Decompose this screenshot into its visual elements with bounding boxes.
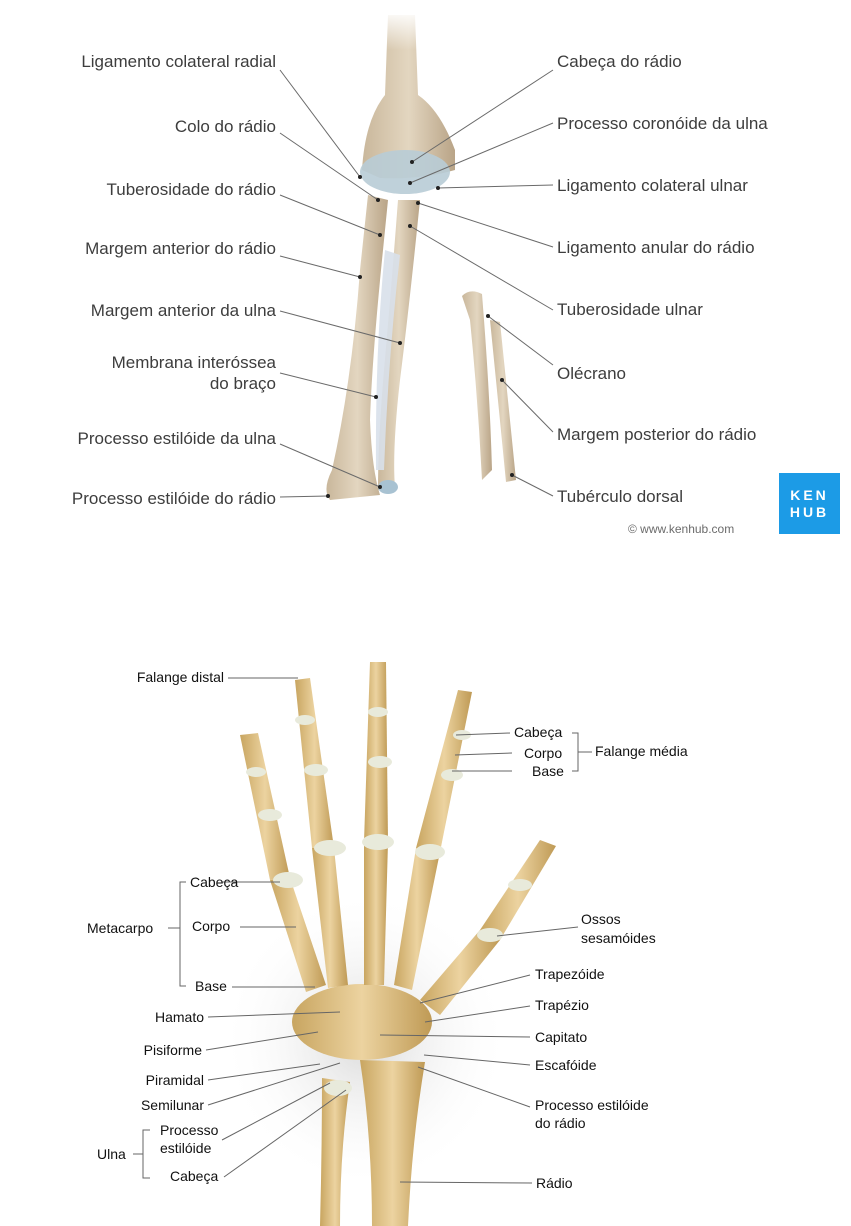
radius-bone [326, 195, 388, 500]
label-meta-cabeca: Cabeça [190, 874, 239, 890]
label-ulna-cabeca: Cabeça [170, 1168, 219, 1184]
label-escafoide: Escafóide [535, 1057, 597, 1073]
carpals [292, 984, 432, 1060]
label-capitato: Capitato [535, 1029, 588, 1045]
metacarpal-3 [364, 842, 388, 985]
label-processo-estiloide-do-radio: Processo estilóide [535, 1097, 649, 1113]
label-meta-base: Base [195, 978, 227, 994]
label-do-radio: do rádio [535, 1115, 586, 1131]
label-ulna: Ulna [97, 1146, 126, 1162]
label-media-cabeca: Cabeça [514, 724, 563, 740]
label-piramidal: Piramidal [145, 1072, 204, 1088]
label-colo-do-radio: Colo do rádio [174, 117, 276, 136]
forearm-illustration [279, 10, 554, 500]
label-meta-corpo: Corpo [192, 918, 231, 934]
finger-4 [295, 678, 334, 848]
label-olecrano: Olécrano [557, 364, 626, 383]
label-trapezio: Trapézio [535, 997, 589, 1013]
finger-3 [364, 662, 388, 842]
finger-1 [480, 840, 556, 940]
label-do-braco: do braço [209, 374, 276, 393]
hand-radius [360, 1060, 425, 1226]
label-margem-anterior-radio: Margem anterior do rádio [85, 239, 276, 258]
label-tuberosidade-do-radio: Tuberosidade do rádio [106, 180, 277, 199]
hand-ulna [320, 1078, 350, 1226]
label-media-base: Base [532, 763, 564, 779]
kenhub-logo: KEN HUB [779, 473, 840, 534]
label-tuberosidade-ulnar: Tuberosidade ulnar [557, 300, 703, 319]
label-semilunar: Semilunar [140, 1097, 204, 1113]
finger-2 [416, 690, 472, 852]
label-margem-anterior-ulna: Margem anterior da ulna [90, 301, 276, 320]
small-radius [490, 320, 516, 482]
label-falange-media: Falange média [595, 743, 688, 759]
label-processo-coronoide: Processo coronóide da ulna [557, 114, 768, 133]
small-ulna [462, 291, 492, 480]
label-margem-posterior-radio: Margem posterior do rádio [557, 425, 757, 444]
label-processo-estiloide-ulna: Processo estilóide da ulna [77, 429, 276, 448]
humerus [362, 15, 455, 179]
label-radio: Rádio [536, 1175, 573, 1191]
label-media-corpo: Corpo [524, 745, 563, 761]
label-falange-distal: Falange distal [136, 669, 224, 685]
label-ossos: Ossos [581, 911, 621, 927]
label-cabeca-do-radio: Cabeça do rádio [557, 52, 682, 71]
label-processo: Processo [160, 1122, 219, 1138]
elbow-capsule [360, 150, 450, 194]
label-processo-estiloide-radio: Processo estilóide do rádio [71, 489, 276, 508]
label-ligamento-anular: Ligamento anular do rádio [557, 238, 755, 257]
label-metacarpo: Metacarpo [87, 920, 154, 936]
label-estiloide: estilóide [160, 1140, 212, 1156]
metacarpal-2 [394, 848, 440, 990]
metacarpal-5 [270, 878, 326, 992]
label-ligamento-colateral-radial: Ligamento colateral radial [81, 52, 276, 71]
label-hamato: Hamato [154, 1009, 204, 1025]
metacarpal-4 [312, 848, 348, 988]
copyright-text: © www.kenhub.com [628, 522, 735, 536]
ulna-bone [378, 200, 420, 490]
label-membrana-interossea: Membrana interóssea [111, 353, 276, 372]
label-ligamento-colateral-ulnar: Ligamento colateral ulnar [557, 176, 748, 195]
finger-5 [240, 733, 290, 880]
label-tuberculo-dorsal: Tubérculo dorsal [557, 487, 683, 506]
label-pisiforme: Pisiforme [143, 1042, 202, 1058]
label-sesamoides: sesamóides [581, 930, 656, 946]
label-trapezoide: Trapezóide [535, 966, 605, 982]
metacarpal-1 [420, 930, 500, 1015]
interosseous-membrane [375, 250, 400, 470]
